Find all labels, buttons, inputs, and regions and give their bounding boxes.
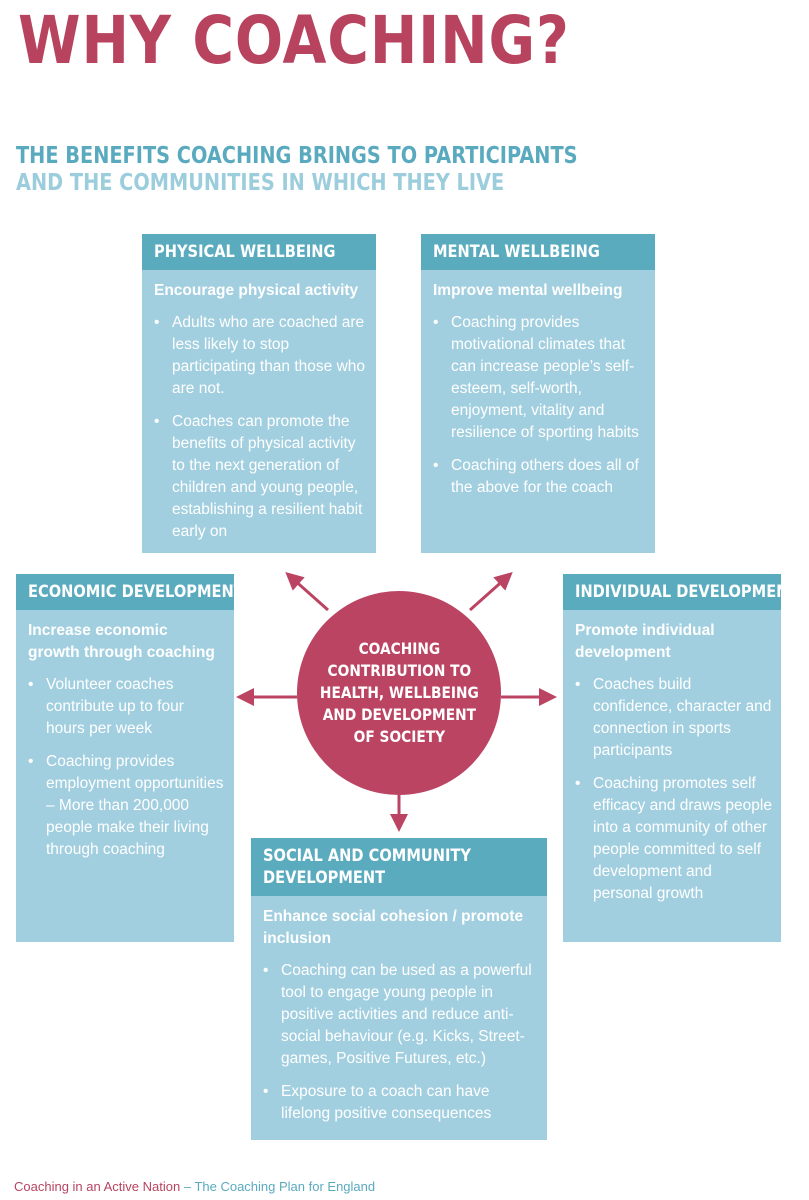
page-footer: Coaching in an Active Nation – The Coach… xyxy=(14,1179,375,1194)
social-community-development-heading: SOCIAL AND COMMUNITY DEVELOPMENT xyxy=(251,838,547,896)
mental-heading-text: MENTAL WELLBEING xyxy=(433,242,600,262)
economic-development-subheading: Increase economic growth through coachin… xyxy=(28,622,215,661)
subtitle-line-2: AND THE COMMUNITIES IN WHICH THEY LIVE xyxy=(16,170,505,196)
page-title: WHY COACHING? xyxy=(18,2,570,79)
mental-wellbeing-subheading: Improve mental wellbeing xyxy=(433,282,623,299)
list-item: Coaches build confidence, character and … xyxy=(575,674,773,762)
list-item: Adults who are coached are less likely t… xyxy=(154,312,368,400)
social-community-development-list: Coaching can be used as a powerful tool … xyxy=(251,950,547,1125)
list-item: Coaching promotes self efficacy and draw… xyxy=(575,773,773,905)
individual-development-heading: INDIVIDUAL DEVELOPMENT xyxy=(563,574,798,610)
physical-wellbeing-subheading: Encourage physical activity xyxy=(154,282,359,299)
mental-wellbeing-box: MENTAL WELLBEING Improve mental wellbein… xyxy=(421,234,655,553)
social-community-development-subheading: Enhance social cohesion / promote inclus… xyxy=(263,908,524,947)
mental-wellbeing-heading: MENTAL WELLBEING xyxy=(421,234,655,270)
physical-wellbeing-heading: PHYSICAL WELLBEING xyxy=(142,234,376,270)
list-item: Coaching can be used as a powerful tool … xyxy=(263,960,539,1070)
economic-development-heading: ECONOMIC DEVELOPMENT xyxy=(16,574,244,610)
physical-heading-text: PHYSICAL WELLBEING xyxy=(154,242,336,262)
individual-development-subheading: Promote individual development xyxy=(575,622,715,661)
list-item: Coaches can promote the benefits of phys… xyxy=(154,411,368,543)
individual-development-list: Coaches build confidence, character and … xyxy=(563,664,781,905)
list-item: Coaching provides employment opportuniti… xyxy=(28,751,226,861)
footer-publication: Coaching in an Active Nation xyxy=(14,1179,181,1194)
footer-subtitle: – The Coaching Plan for England xyxy=(180,1179,376,1194)
physical-wellbeing-list: Adults who are coached are less likely t… xyxy=(142,302,376,543)
individual-heading-text: INDIVIDUAL DEVELOPMENT xyxy=(575,582,799,602)
physical-wellbeing-box: PHYSICAL WELLBEING Encourage physical ac… xyxy=(142,234,376,553)
economic-heading-text: ECONOMIC DEVELOPMENT xyxy=(28,582,244,602)
center-circle-text: COACHING CONTRIBUTION TO HEALTH, WELLBEI… xyxy=(319,639,479,746)
social-community-development-box: SOCIAL AND COMMUNITY DEVELOPMENT Enhance… xyxy=(251,838,547,1140)
center-circle: COACHING CONTRIBUTION TO HEALTH, WELLBEI… xyxy=(297,591,501,795)
individual-development-box: INDIVIDUAL DEVELOPMENT Promote individua… xyxy=(563,574,798,942)
economic-development-box: ECONOMIC DEVELOPMENT Increase economic g… xyxy=(16,574,244,942)
list-item: Coaching provides motivational climates … xyxy=(433,312,647,444)
mental-wellbeing-list: Coaching provides motivational climates … xyxy=(421,302,655,499)
list-item: Coaching others does all of the above fo… xyxy=(433,455,647,499)
list-item: Exposure to a coach can have lifelong po… xyxy=(263,1081,539,1125)
subtitle-line-1: THE BENEFITS COACHING BRINGS TO PARTICIP… xyxy=(16,143,578,169)
arrow-to-mental xyxy=(469,572,513,612)
list-item: Volunteer coaches contribute up to four … xyxy=(28,674,226,740)
economic-development-list: Volunteer coaches contribute up to four … xyxy=(16,664,234,861)
page-subtitle: THE BENEFITS COACHING BRINGS TO PARTICIP… xyxy=(16,143,578,197)
social-heading-text: SOCIAL AND COMMUNITY DEVELOPMENT xyxy=(263,846,471,888)
arrow-to-physical xyxy=(285,572,329,612)
